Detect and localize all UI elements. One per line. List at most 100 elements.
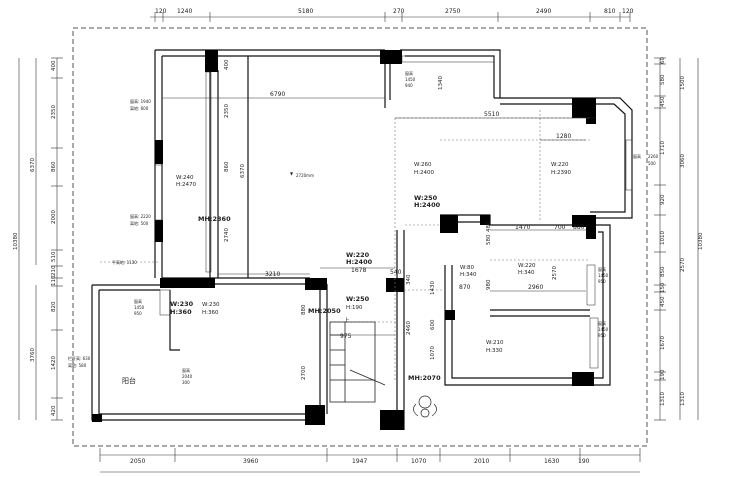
dim-975: 975 bbox=[340, 333, 352, 340]
label-h2400c: H:2400 bbox=[346, 258, 373, 266]
label-w230a: W:230 bbox=[170, 300, 194, 308]
dim-1678: 1678 bbox=[351, 267, 366, 274]
top-dim-3: 5180 bbox=[298, 8, 313, 15]
dim-2350: 2350 bbox=[224, 104, 230, 118]
room-balcony: 阳台 bbox=[122, 376, 136, 385]
right-dim-11: 190 bbox=[660, 369, 666, 380]
right-dim-12: 1310 bbox=[660, 392, 666, 406]
sill-note-3: 窗高: 2220 bbox=[130, 213, 151, 219]
bottom-dim-6: 1630 bbox=[544, 458, 559, 465]
dim-2460: 2460 bbox=[406, 321, 412, 335]
left-dim-8: 820 bbox=[51, 301, 57, 312]
sill-note-4: 离地: 500 bbox=[130, 220, 149, 226]
label-h360b: H:360 bbox=[202, 310, 219, 316]
dim-980: 980 bbox=[486, 279, 492, 290]
right-dim-8: 150 bbox=[660, 282, 666, 293]
dim-870: 870 bbox=[459, 284, 471, 291]
win-tag-b2: 500 bbox=[648, 161, 656, 166]
win-tag-d2: 950 bbox=[598, 333, 606, 338]
right-dim-4: 1710 bbox=[660, 141, 666, 155]
left-dim-2: 2350 bbox=[51, 105, 57, 119]
right-dim-1: 60 bbox=[660, 57, 666, 64]
stair-up-label: 上 bbox=[344, 316, 350, 324]
bottom-dim-7: 190 bbox=[578, 458, 590, 465]
left-dim-4: 2000 bbox=[51, 210, 57, 224]
right-dim-3: 450 bbox=[660, 96, 666, 107]
win-tag-c: 窗高 bbox=[598, 266, 606, 272]
label-w240: W:240 bbox=[176, 175, 194, 181]
top-dim-2: 1240 bbox=[177, 8, 192, 15]
left-dim-1: 400 bbox=[51, 60, 57, 71]
label-h190: H:190 bbox=[346, 305, 363, 311]
bottom-dim-4: 1070 bbox=[411, 458, 426, 465]
dim-2740: 2740 bbox=[224, 228, 230, 242]
right-total-2: 3060 bbox=[680, 154, 686, 168]
dim-700: 700 bbox=[554, 224, 566, 231]
dim-1340: 1340 bbox=[438, 76, 444, 90]
sill-note-7: 离地: 580 bbox=[68, 362, 87, 368]
dim-3210: 3210 bbox=[265, 271, 280, 278]
label-w80: W:80 bbox=[460, 265, 474, 271]
label-w220a: W:220 bbox=[551, 162, 569, 168]
label-h340a: H:340 bbox=[460, 272, 477, 278]
label-mh2360: MH:2360 bbox=[198, 215, 231, 223]
left-dim-7: 110 bbox=[51, 275, 57, 286]
top-dim-5: 2750 bbox=[445, 8, 460, 15]
left-dim-3: 860 bbox=[51, 161, 57, 172]
win-tag-a1: 1450 bbox=[405, 77, 416, 82]
win-tag-b1: 2260 bbox=[648, 154, 659, 159]
label-w250b: W:250 bbox=[346, 295, 370, 303]
label-h340b: H:340 bbox=[518, 270, 535, 276]
top-dim-1: 120 bbox=[155, 8, 167, 15]
sill-note-5: 平高地: 1130 bbox=[112, 259, 137, 265]
dim-340: 340 bbox=[406, 274, 412, 285]
bottom-dim-2: 3960 bbox=[243, 458, 258, 465]
label-mh2050: MH:2050 bbox=[308, 307, 341, 315]
label-w210: W:210 bbox=[486, 340, 504, 346]
dim-480: 480 bbox=[486, 221, 492, 232]
label-mh2070: MH:2070 bbox=[408, 374, 441, 382]
dim-1280: 1280 bbox=[556, 133, 571, 140]
top-dim-6: 2490 bbox=[536, 8, 551, 15]
windows bbox=[154, 55, 633, 369]
left-dim-5: 510 bbox=[51, 251, 57, 262]
dim-2960: 2960 bbox=[528, 284, 543, 291]
dim-600: 600 bbox=[430, 319, 436, 330]
left-dimension-chain bbox=[18, 57, 63, 421]
dim-580: 580 bbox=[486, 234, 492, 245]
win-tag-a2: 940 bbox=[405, 83, 413, 88]
left-dim-6: 210 bbox=[51, 265, 57, 276]
dim-5510: 5510 bbox=[484, 111, 499, 118]
win-tag-e2: 950 bbox=[134, 311, 142, 316]
right-dim-10: 1670 bbox=[660, 336, 666, 350]
label-w230b: W:230 bbox=[202, 302, 220, 308]
ceiling-marker-icon: ▼ bbox=[290, 171, 294, 176]
label-h330: H:330 bbox=[486, 348, 503, 354]
win-tag-g: 窗高 bbox=[182, 367, 190, 373]
dim-1070: 1070 bbox=[430, 346, 436, 360]
win-tag-d1: 1450 bbox=[598, 327, 609, 332]
dim-1430: 1430 bbox=[430, 281, 436, 295]
right-total-1: 1500 bbox=[680, 76, 686, 90]
label-w250a: W:250 bbox=[414, 194, 438, 202]
right-dim-2: 580 bbox=[660, 74, 666, 85]
left-total-3: 3760 bbox=[30, 348, 36, 362]
sill-note-6: 栏杆高: 630 bbox=[68, 355, 91, 361]
win-tag-c1: 1450 bbox=[598, 273, 609, 278]
bottom-dim-1: 2050 bbox=[130, 458, 145, 465]
win-tag-g1: 2040 bbox=[182, 374, 193, 379]
dim-2700: 2700 bbox=[301, 366, 307, 380]
staircase bbox=[329, 321, 386, 403]
win-tag-c2: 950 bbox=[598, 279, 606, 284]
right-dim-5: 920 bbox=[660, 194, 666, 205]
left-total-2: 10380 bbox=[13, 232, 19, 250]
win-tag-b: 窗高 bbox=[633, 153, 641, 159]
left-total-1: 6370 bbox=[30, 158, 36, 172]
win-tag-e1: 1450 bbox=[134, 305, 145, 310]
win-tag-d: 窗高 bbox=[598, 320, 606, 326]
dim-860: 860 bbox=[224, 161, 230, 172]
win-tag-a: 窗高 bbox=[405, 70, 413, 76]
dim-400: 400 bbox=[224, 59, 230, 70]
sill-note-1: 窗高: 1940 bbox=[130, 98, 151, 104]
